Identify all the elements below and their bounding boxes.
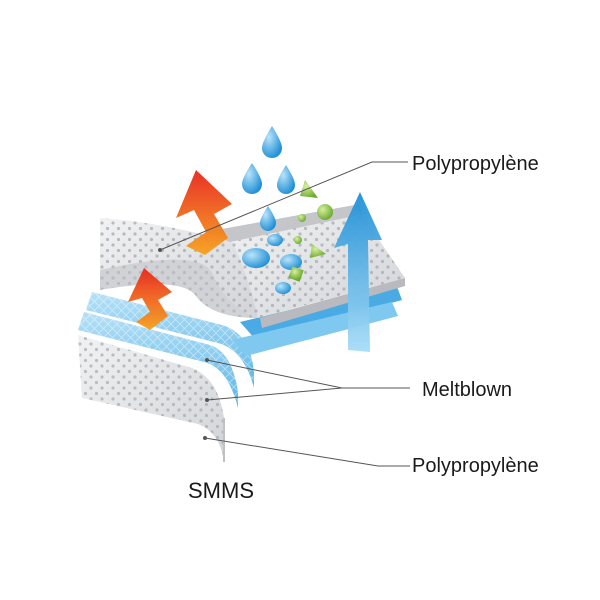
label-bottom-polypropylene: Polypropylène — [412, 455, 539, 477]
heat-arrow-small — [128, 268, 172, 330]
leader-lines — [158, 161, 410, 467]
particles — [288, 180, 333, 282]
label-top-polypropylene: Polypropylène — [412, 153, 539, 175]
caption-smms: SMMS — [188, 478, 254, 503]
bottom-polypropylene-layer — [78, 335, 225, 462]
vapor-arrow-blue — [334, 192, 382, 352]
water-droplets — [242, 126, 302, 294]
label-meltblown: Meltblown — [422, 379, 512, 401]
heat-arrow-large — [176, 170, 232, 255]
